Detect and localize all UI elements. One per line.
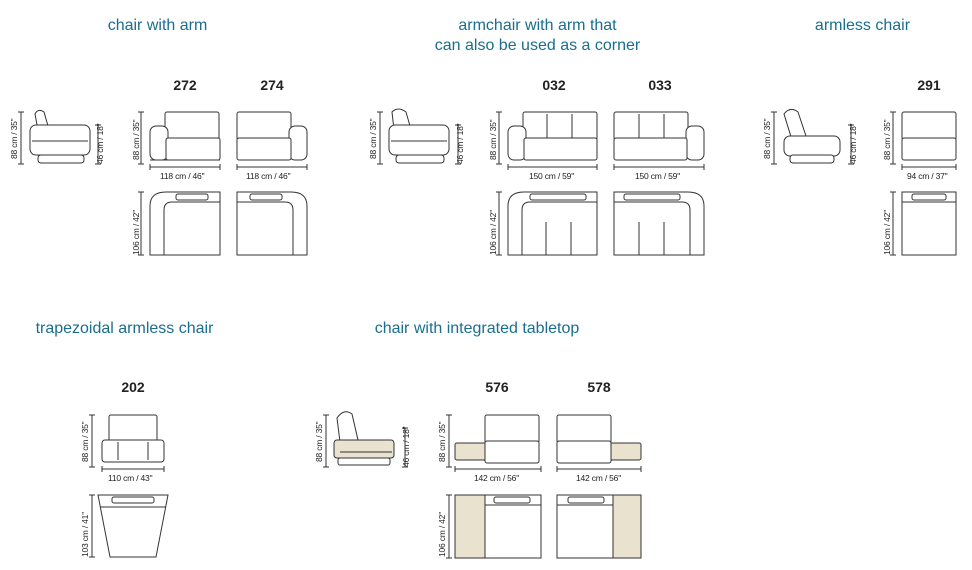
plan-view-274 xyxy=(236,191,308,256)
model-code-291: 291 xyxy=(917,77,941,93)
title-corner-armchair-line1: armchair with arm that xyxy=(458,17,617,34)
front-view-033 xyxy=(613,111,705,170)
model-code-032: 032 xyxy=(542,77,566,93)
front-view-202 xyxy=(89,414,165,472)
width-dim-576: 142 cm / 56" xyxy=(474,473,520,483)
plan-view-291 xyxy=(890,191,957,256)
plan-view-576 xyxy=(446,494,542,559)
width-dim-202: 110 cm / 43" xyxy=(108,473,153,483)
model-code-274: 274 xyxy=(260,77,284,93)
plan-view-033 xyxy=(613,191,705,256)
model-code-272: 272 xyxy=(173,77,197,93)
width-dim-272: 118 cm / 46" xyxy=(160,171,205,181)
front-view-578 xyxy=(556,414,642,472)
width-dim-032: 150 cm / 59" xyxy=(529,171,575,181)
model-code-578: 578 xyxy=(587,379,611,395)
plan-view-202 xyxy=(89,494,169,558)
side-view-corner-armchair xyxy=(377,108,461,165)
front-view-032 xyxy=(496,111,598,170)
front-view-291 xyxy=(890,111,957,170)
title-corner-armchair-line2: can also be used as a corner xyxy=(434,37,641,54)
front-view-272 xyxy=(138,111,221,170)
front-view-274 xyxy=(236,111,308,170)
width-dim-291: 94 cm / 37" xyxy=(907,171,948,181)
model-code-576: 576 xyxy=(485,379,509,395)
plan-view-578 xyxy=(556,494,642,559)
title-tabletop-chair: chair with integrated tabletop xyxy=(374,320,580,337)
plan-view-272 xyxy=(138,191,221,256)
model-code-202: 202 xyxy=(121,379,145,395)
width-dim-578: 142 cm / 56" xyxy=(576,473,622,483)
side-view-chair-with-arm xyxy=(18,109,101,165)
title-armless-chair: armless chair xyxy=(814,17,911,34)
front-view-576 xyxy=(446,414,542,472)
width-dim-033: 150 cm / 59" xyxy=(635,171,681,181)
width-dim-274: 118 cm / 46" xyxy=(246,171,291,181)
title-trapezoidal-chair: trapezoidal armless chair xyxy=(35,320,214,337)
side-view-armless-chair xyxy=(771,108,854,165)
side-view-tabletop-chair xyxy=(323,411,408,468)
model-code-033: 033 xyxy=(648,77,672,93)
plan-view-032 xyxy=(496,191,598,256)
title-chair-with-arm: chair with arm xyxy=(107,17,208,34)
